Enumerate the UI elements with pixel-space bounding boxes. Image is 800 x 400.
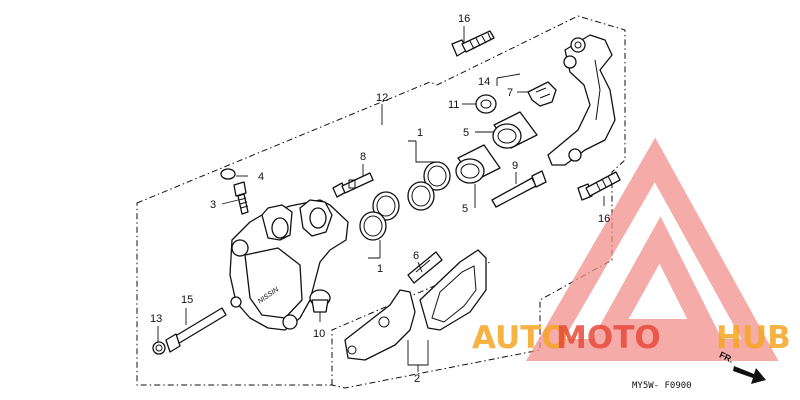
bleeder-cap <box>220 168 236 180</box>
watermark-text-auto: AUTO <box>472 320 568 356</box>
callout-6: 6 <box>413 250 419 262</box>
caliper-pin <box>332 172 374 198</box>
callout-15: 15 <box>181 294 193 306</box>
watermark-logo <box>525 137 779 361</box>
bleeder-screw <box>233 181 249 215</box>
piston-lower <box>455 144 501 184</box>
callout-16-right: 16 <box>598 213 610 225</box>
callout-16-top: 16 <box>458 13 470 25</box>
watermark-triangle-outer <box>525 137 779 361</box>
caliper-bracket <box>547 34 616 166</box>
callout-1-upper: 1 <box>417 127 423 139</box>
callout-8: 8 <box>360 151 366 163</box>
pin-plug <box>152 341 166 355</box>
brake-pad-outer <box>419 249 487 331</box>
hanger-pin <box>165 307 227 353</box>
piston-upper <box>492 111 538 149</box>
bolt-right <box>577 171 621 201</box>
watermark-text-moto: MOTO <box>556 320 661 356</box>
callout-labels: 16 12 14 7 11 5 1 8 9 5 4 3 16 6 1 15 13… <box>150 13 610 385</box>
boot <box>475 94 497 114</box>
watermark-text: AUTO MOTO HUB <box>472 320 791 356</box>
callout-7: 7 <box>507 87 513 99</box>
callout-13: 13 <box>150 313 162 325</box>
piston-seals <box>359 161 451 241</box>
bolt-top <box>451 30 495 57</box>
callout-5-upper: 5 <box>463 127 469 139</box>
callout-9: 9 <box>512 160 518 172</box>
callout-2: 2 <box>414 373 420 385</box>
callout-10: 10 <box>313 328 325 340</box>
direction-arrow-icon <box>733 366 766 384</box>
caliper-plug <box>309 289 331 313</box>
pad-spring <box>527 81 557 107</box>
watermark-text-hub: HUB <box>716 320 791 356</box>
leader-lines <box>157 26 605 372</box>
assembly-frame <box>136 15 626 389</box>
brake-pad-inner <box>344 289 416 361</box>
pad-shim <box>407 251 443 284</box>
slide-pin <box>491 170 547 208</box>
watermark-triangle-inner <box>591 216 723 341</box>
callout-4: 4 <box>258 171 264 183</box>
callout-12: 12 <box>376 92 388 104</box>
drawing-code: MY5W- F0900 <box>632 381 692 391</box>
callout-3: 3 <box>210 199 216 211</box>
inner-frame <box>331 261 491 385</box>
callout-1-lower: 1 <box>377 263 383 275</box>
caliper-body: NISSIN <box>229 199 349 331</box>
callout-5-lower: 5 <box>462 203 468 215</box>
callout-14: 14 <box>478 76 490 88</box>
callout-11: 11 <box>448 99 459 111</box>
